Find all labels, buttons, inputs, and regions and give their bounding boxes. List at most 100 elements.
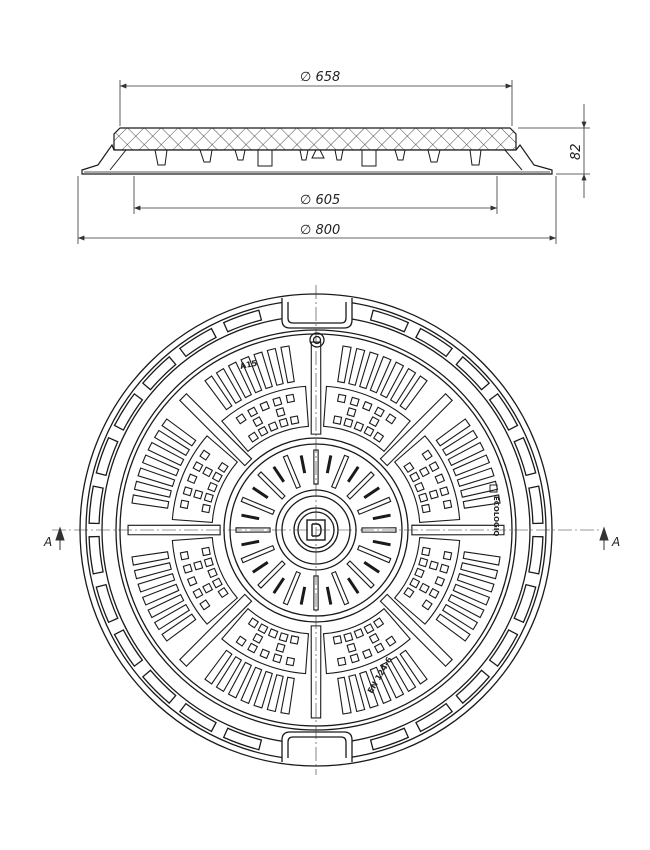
bottom-notch — [281, 731, 353, 762]
grip-square — [203, 492, 214, 503]
grip-square — [179, 550, 190, 561]
outer-slot — [462, 551, 501, 566]
grip-square — [353, 628, 365, 639]
grip-square — [373, 642, 385, 654]
frame-pocket — [488, 392, 519, 431]
lid-profile — [113, 127, 517, 151]
outer-slot — [153, 429, 191, 457]
sector-panel — [171, 536, 239, 625]
radial-bar — [379, 593, 453, 667]
outer-slot — [266, 674, 284, 713]
grip-square — [247, 642, 259, 654]
grip-square — [259, 648, 271, 660]
inner-spoke — [282, 570, 302, 606]
grip-square — [192, 587, 204, 599]
grip-square — [403, 586, 415, 599]
frame-pocket — [178, 327, 217, 358]
outer-slot — [452, 583, 491, 606]
inner-spoke — [356, 496, 392, 516]
outer-slot — [379, 661, 405, 699]
outer-slot — [447, 593, 485, 619]
outer-slot — [280, 676, 295, 715]
mid-dash — [241, 539, 260, 547]
mid-dash — [372, 539, 391, 547]
frame-pocket — [415, 327, 454, 358]
inner-spoke — [356, 544, 392, 564]
grip-square — [372, 431, 385, 443]
grip-square — [202, 466, 214, 478]
grip-square — [332, 415, 343, 425]
grip-square — [275, 642, 286, 653]
outer-slot — [240, 666, 263, 705]
grip-square — [182, 563, 193, 574]
dim-605-text: ∅ 605 — [300, 193, 340, 208]
sector-panel — [322, 607, 411, 675]
grip-square — [267, 628, 279, 639]
top-notch — [281, 298, 353, 329]
grip-square — [275, 407, 286, 418]
outer-slot — [460, 562, 499, 580]
grip-square — [363, 623, 375, 635]
sector-panel — [221, 607, 310, 675]
grip-square — [252, 632, 264, 644]
grip-square — [409, 577, 421, 589]
grip-square — [199, 599, 211, 611]
lid-ribs — [109, 149, 523, 171]
mid-dash — [346, 577, 360, 595]
grip-square — [349, 653, 360, 664]
mid-dash — [372, 513, 391, 521]
radial-bar — [127, 524, 221, 536]
inner-spoke — [240, 496, 276, 516]
radial-bar — [411, 524, 505, 536]
inner-spoke — [313, 449, 319, 485]
frame-pocket — [88, 535, 104, 575]
outer-slot — [137, 467, 176, 487]
grip-square — [442, 499, 453, 510]
inner-spoke — [282, 454, 302, 490]
grip-square — [207, 567, 218, 579]
grip-square — [418, 582, 430, 594]
frame-pocket — [513, 436, 537, 477]
grip-square — [278, 632, 289, 643]
outer-slot — [147, 593, 185, 619]
grip-square — [414, 481, 425, 493]
grip-square — [418, 466, 430, 478]
grip-square — [272, 653, 283, 664]
frame-pocket — [113, 392, 144, 431]
outer-slot — [215, 367, 243, 405]
outer-slot — [133, 480, 172, 498]
sector-panel — [221, 385, 310, 453]
outer-slot — [462, 494, 501, 509]
grip-square — [343, 632, 354, 643]
outer-slot — [337, 676, 352, 715]
outer-slot — [389, 367, 417, 405]
grip-square — [353, 421, 365, 432]
dim-800-text: ∅ 800 — [300, 223, 340, 238]
sector-panel — [322, 385, 411, 453]
section-markers — [55, 526, 609, 550]
outer-slot — [441, 603, 479, 631]
outer-slot — [280, 345, 295, 384]
outer-slot — [133, 562, 172, 580]
grip-square — [182, 486, 193, 497]
grip-square — [202, 582, 214, 594]
mid-dash — [325, 586, 333, 605]
grip-square — [193, 489, 204, 500]
brand-logo-icon — [489, 484, 498, 493]
grip-square — [343, 417, 354, 428]
grip-square — [217, 461, 229, 474]
grip-square — [363, 425, 375, 437]
outer-slot — [399, 375, 428, 411]
grip-square — [428, 489, 439, 500]
frame-pockets — [88, 309, 544, 751]
grip-square — [267, 421, 279, 432]
mid-dash — [346, 465, 360, 483]
grip-square — [201, 546, 211, 557]
outer-slot — [147, 441, 185, 467]
grip-square — [285, 393, 296, 404]
frame-pocket — [141, 669, 177, 705]
grip-square — [272, 396, 283, 407]
grip-square — [259, 400, 271, 412]
mid-dash — [272, 465, 286, 483]
grip-square — [418, 557, 429, 568]
